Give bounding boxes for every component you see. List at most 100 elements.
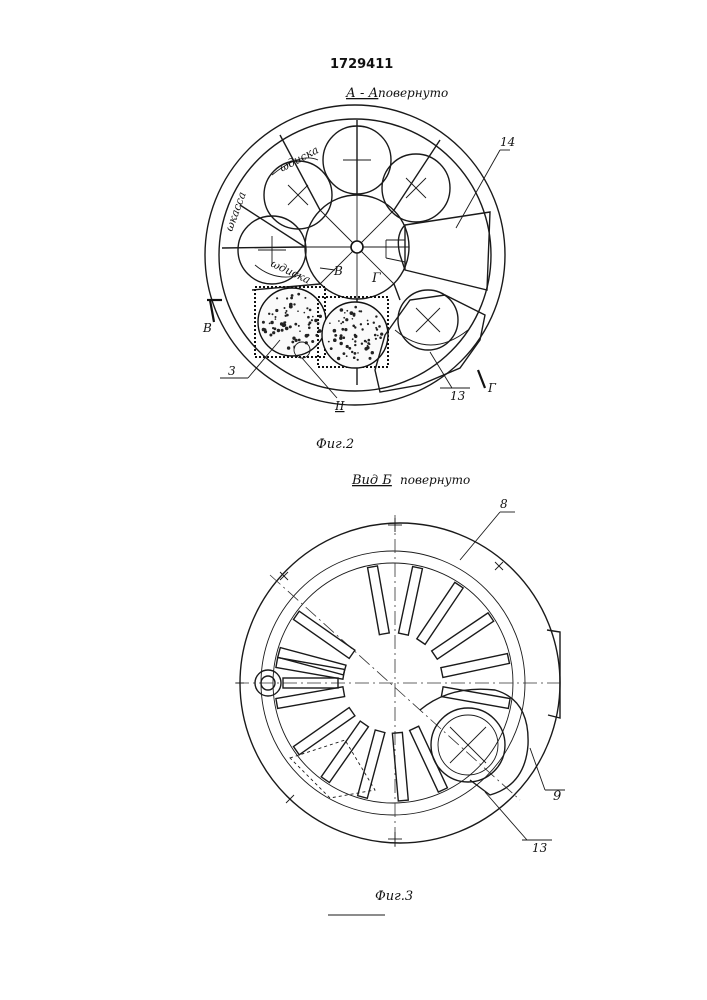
- material-particle: [297, 293, 300, 296]
- material-particle: [345, 318, 348, 321]
- material-particle: [340, 342, 343, 345]
- material-particle: [354, 326, 356, 328]
- material-particle: [287, 346, 290, 349]
- fig2-caption: Фиг.2: [316, 437, 354, 452]
- material-particle: [369, 357, 372, 360]
- material-particle: [282, 323, 286, 327]
- material-particle: [354, 344, 356, 346]
- fig2-unloading-unit: [375, 290, 485, 392]
- material-particle: [364, 347, 368, 351]
- material-particle: [306, 307, 308, 309]
- fig2-section-title: А - А: [345, 86, 378, 101]
- material-particle: [380, 333, 383, 336]
- material-particle: [272, 313, 274, 315]
- material-particle: [341, 328, 344, 331]
- radial-slot: [321, 721, 368, 782]
- material-particle: [276, 297, 278, 299]
- fig3-caption: Фиг.3: [375, 889, 413, 904]
- material-particle: [375, 327, 377, 329]
- material-particle: [333, 338, 337, 342]
- figure-2: А - А повернуто: [202, 86, 515, 452]
- material-particle: [374, 334, 377, 337]
- material-particle: [311, 340, 314, 343]
- material-particle: [307, 316, 310, 319]
- material-particle: [351, 351, 353, 353]
- radial-slot: [441, 654, 510, 678]
- fig2-mark-B-left: В: [202, 321, 212, 335]
- material-particle: [285, 327, 289, 331]
- material-particle: [354, 306, 357, 309]
- radial-slot: [276, 658, 345, 680]
- material-particle: [270, 321, 273, 324]
- fig2-label-13: 13: [450, 389, 466, 403]
- radial-slot: [293, 708, 354, 755]
- material-particle: [369, 343, 371, 345]
- material-particle: [262, 321, 265, 324]
- material-particle: [286, 297, 288, 299]
- material-particle: [352, 318, 354, 320]
- material-particle: [346, 345, 349, 348]
- material-particle: [368, 339, 371, 342]
- material-particle: [343, 317, 345, 319]
- material-particle: [360, 323, 362, 325]
- material-particle: [289, 325, 292, 328]
- material-particle: [294, 323, 297, 326]
- material-particle: [315, 320, 317, 322]
- material-particle: [343, 336, 346, 339]
- material-particle: [371, 351, 374, 354]
- fig2-hub-center: [351, 241, 363, 253]
- material-particle: [367, 323, 369, 325]
- material-particle: [284, 307, 286, 309]
- material-particle: [269, 323, 271, 325]
- material-particle: [352, 338, 354, 340]
- radial-slot: [293, 611, 354, 658]
- material-particle: [328, 341, 330, 343]
- fig3-view-note: повернуто: [400, 473, 470, 487]
- material-particle: [343, 352, 346, 355]
- material-particle: [285, 315, 287, 317]
- material-particle: [275, 318, 277, 320]
- material-particle: [361, 328, 363, 330]
- material-particle: [264, 330, 267, 333]
- material-particle: [353, 313, 356, 316]
- material-particle: [339, 337, 342, 340]
- fig2-mark-B-inner: В: [333, 264, 343, 278]
- fig3-label-9: 9: [553, 789, 561, 804]
- material-particle: [379, 336, 382, 339]
- material-particle: [293, 303, 295, 305]
- fig3-label-8: 8: [500, 497, 508, 511]
- fig3-view-title: Вид Б: [351, 473, 392, 488]
- fig2-filled-drums: [255, 287, 388, 368]
- material-particle: [298, 339, 301, 342]
- fig2-rotation-label-3: ωдиска: [269, 257, 313, 287]
- radial-slot: [368, 566, 390, 635]
- material-particle: [378, 325, 381, 328]
- material-particle: [275, 309, 278, 312]
- fig2-mark-G-right: Г: [487, 381, 497, 395]
- material-particle: [272, 331, 275, 334]
- material-particle: [357, 359, 359, 361]
- material-particle: [317, 322, 320, 325]
- fig2-loading-chute: [386, 212, 490, 290]
- radial-slot: [441, 687, 510, 709]
- material-particle: [373, 322, 375, 324]
- fig2-label-II: II: [334, 399, 345, 413]
- material-particle: [359, 310, 361, 312]
- material-particle: [308, 327, 311, 330]
- material-particle: [304, 297, 306, 299]
- material-particle: [348, 347, 351, 350]
- fig2-mark-G-inner: Г: [371, 271, 381, 286]
- material-particle: [357, 352, 359, 354]
- material-particle: [353, 356, 356, 359]
- material-particle: [334, 334, 337, 337]
- material-particle: [268, 313, 270, 315]
- material-particle: [340, 323, 342, 325]
- material-particle: [291, 341, 294, 344]
- figure-3: Вид Б повернуто 8 9 13: [235, 473, 565, 915]
- material-particle: [275, 316, 277, 318]
- material-particle: [340, 308, 344, 312]
- material-particle: [292, 337, 295, 340]
- material-particle: [285, 312, 287, 314]
- fig3-label-13: 13: [532, 841, 548, 855]
